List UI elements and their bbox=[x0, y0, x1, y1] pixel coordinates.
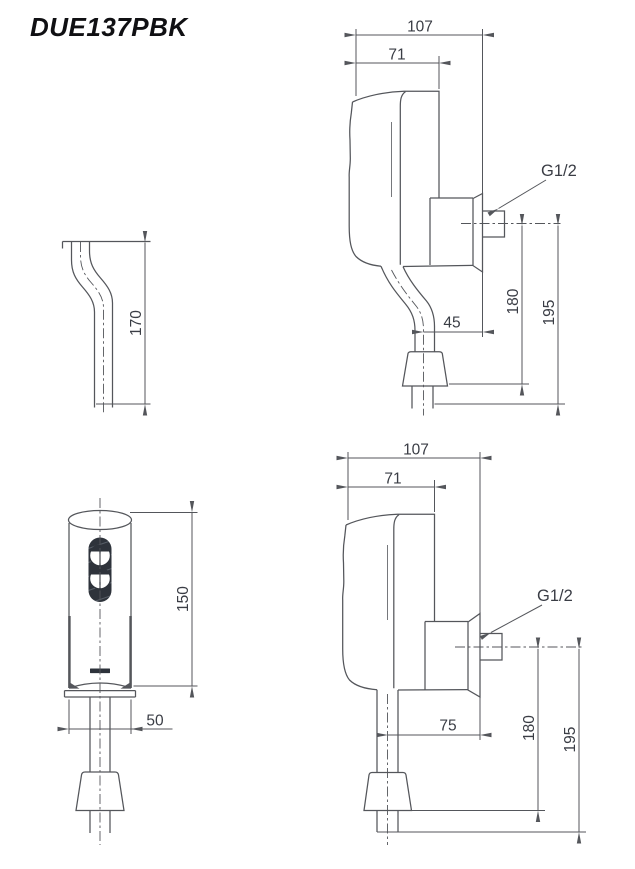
dim-195-label: 195 bbox=[541, 300, 558, 326]
dim-75-label: 75 bbox=[439, 718, 456, 735]
body-top-and-back bbox=[345, 513, 436, 622]
sensor-eye-lower-cap bbox=[90, 567, 110, 575]
offset-pipe-left bbox=[380, 265, 416, 352]
view-side-straight: 107 71 G1/2 75 180 195 bbox=[336, 442, 586, 845]
dim-180-label: 180 bbox=[505, 288, 522, 314]
view-offset-pipe: 170 bbox=[61, 231, 151, 416]
body-front-and-bottom bbox=[342, 524, 378, 691]
supply-pipe bbox=[89, 697, 111, 772]
body-underside bbox=[402, 264, 474, 268]
model-number-title: DUE137PBK bbox=[30, 12, 188, 42]
dim-50-label: 50 bbox=[146, 713, 164, 730]
thread-size-label: G1/2 bbox=[541, 162, 577, 180]
dim-107-label: 107 bbox=[407, 19, 433, 36]
dim-150-label: 150 bbox=[175, 586, 192, 612]
wall-flange bbox=[472, 192, 484, 274]
thread-nipple bbox=[482, 210, 506, 238]
wall-flange bbox=[467, 612, 481, 699]
thread-size-label: G1/2 bbox=[537, 587, 573, 605]
offset-pipe-right bbox=[402, 266, 436, 352]
dim-170-label: 170 bbox=[128, 310, 145, 336]
cover-seam-line bbox=[393, 514, 400, 689]
pipe-below-cone bbox=[411, 386, 434, 409]
cone-escutcheon bbox=[363, 771, 413, 812]
body-top-and-back bbox=[352, 90, 440, 198]
inlet-block bbox=[424, 620, 468, 690]
inlet-block bbox=[429, 197, 473, 265]
dim-71-label: 71 bbox=[384, 471, 401, 488]
pipe-below-cone bbox=[376, 810, 399, 832]
pipe-outline-left bbox=[70, 242, 96, 408]
view-side-offset: 107 71 G1/2 45 180 bbox=[344, 19, 577, 416]
dim-107-label: 107 bbox=[403, 442, 429, 459]
straight-pipe bbox=[376, 689, 399, 772]
offset-pipe-centerline bbox=[391, 269, 424, 416]
base-wedge-right bbox=[120, 682, 131, 689]
cone-escutcheon bbox=[75, 771, 125, 812]
cover-seam-line bbox=[399, 91, 406, 265]
thread-leader-arrow bbox=[479, 604, 543, 640]
dim-195-label: 195 bbox=[562, 727, 579, 753]
pipe-outline-right bbox=[88, 242, 114, 408]
view-front-body: 150 50 bbox=[57, 498, 198, 845]
dim-71-label: 71 bbox=[388, 47, 405, 64]
dim-45-label: 45 bbox=[443, 315, 460, 332]
base-wedge-left bbox=[69, 682, 80, 689]
dim-180-label: 180 bbox=[521, 715, 538, 741]
thread-leader-arrow bbox=[487, 179, 547, 217]
cone-escutcheon bbox=[401, 351, 449, 387]
pipe-centerline bbox=[80, 242, 104, 413]
pipe-below-cone bbox=[89, 810, 111, 833]
body-front-and-bottom bbox=[348, 101, 382, 267]
